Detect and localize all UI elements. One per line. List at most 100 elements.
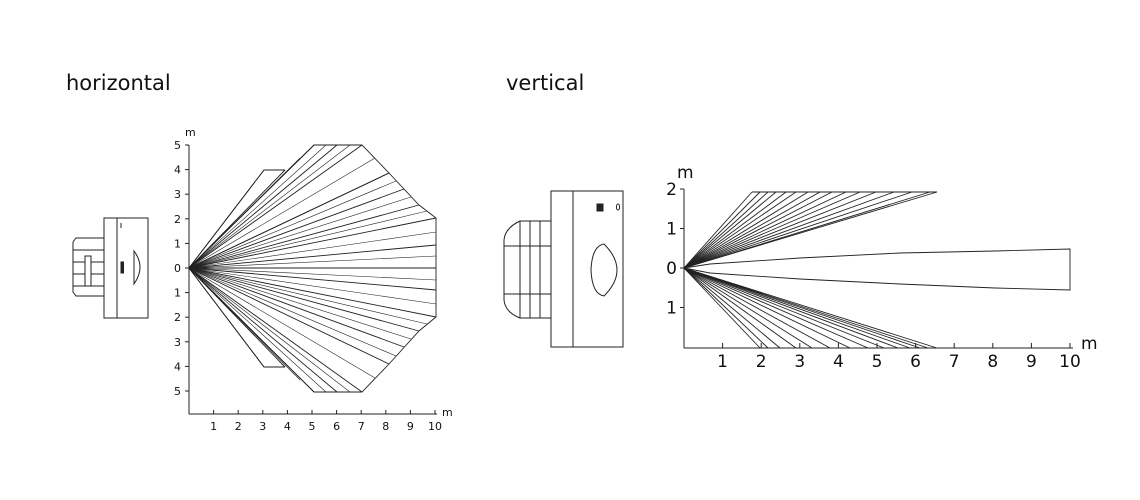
- horizontal-coverage-ray: [188, 267, 338, 393]
- horizontal-coverage-ray: [188, 267, 412, 340]
- vertical-coverage-ray: [683, 191, 761, 269]
- vertical-y-unit-label: m: [677, 163, 694, 183]
- horizontal-y-tick-label: 1: [174, 287, 181, 300]
- horizontal-x-tick-label: 9: [407, 420, 414, 433]
- horizontal-x-tick-label: 2: [235, 420, 242, 433]
- horizontal-coverage-pattern: [188, 144, 437, 393]
- horizontal-coverage-ray: [188, 244, 437, 269]
- vertical-x-tick-label: 6: [910, 352, 921, 372]
- vertical-coverage-ray: [683, 191, 833, 269]
- vertical-x-tick-label: 2: [756, 352, 767, 372]
- vertical-title: vertical: [506, 71, 585, 95]
- horizontal-coverage-ray: [188, 267, 327, 393]
- vertical-coverage-ray: [683, 191, 753, 269]
- vertical-coverage-ray: [683, 191, 777, 269]
- vertical-y-tick-label: 0: [666, 259, 677, 279]
- vertical-coverage-ray: [683, 267, 911, 349]
- horizontal-x-tick-label: 5: [309, 420, 316, 433]
- horizontal-y-unit-label: m: [185, 126, 196, 139]
- horizontal-coverage-ray: [188, 188, 405, 269]
- vertical-x-tick-label: 4: [833, 352, 844, 372]
- horizontal-x-tick-label: 8: [382, 420, 389, 433]
- horizontal-coverage-ray: [188, 204, 420, 269]
- vertical-x-tick-label: 8: [987, 352, 998, 372]
- horizontal-coverage-ray: [188, 172, 390, 269]
- vertical-sensor-device: [503, 190, 624, 348]
- horizontal-coverage-ray: [188, 267, 437, 281]
- horizontal-coverage-ray: [188, 196, 412, 269]
- horizontal-y-tick-label: 5: [174, 139, 181, 152]
- horizontal-coverage-ray: [188, 255, 437, 269]
- horizontal-x-tick-label: 4: [284, 420, 291, 433]
- vertical-x-tick-label: 7: [949, 352, 960, 372]
- vertical-coverage-ray: [683, 267, 761, 349]
- horizontal-coverage-ray: [188, 267, 363, 393]
- vertical-coverage-ray: [683, 191, 809, 269]
- horizontal-x-unit-label: m: [442, 406, 453, 419]
- horizontal-x-tick-label: 3: [259, 420, 266, 433]
- horizontal-coverage-ray: [188, 267, 390, 365]
- horizontal-title: horizontal: [66, 71, 171, 95]
- vertical-coverage-ray: [683, 191, 821, 269]
- vertical-coverage-ray: [683, 191, 797, 269]
- horizontal-y-tick-label: 3: [174, 336, 181, 349]
- horizontal-coverage-ray: [188, 267, 428, 325]
- horizontal-coverage-ray: [188, 144, 327, 269]
- horizontal-x-tick-label: 10: [428, 420, 442, 433]
- vertical-coverage-ray: [683, 267, 831, 349]
- horizontal-coverage-ray: [188, 267, 420, 332]
- horizontal-coverage-ray: [188, 144, 338, 269]
- vertical-x-tick-label: 10: [1059, 352, 1081, 372]
- vertical-y-tick-label: 2: [666, 180, 677, 200]
- vertical-x-tick-label: 3: [794, 352, 805, 372]
- horizontal-coverage-ray: [188, 169, 265, 269]
- horizontal-axes: [185, 144, 437, 415]
- vertical-x-tick-label: 1: [717, 352, 728, 372]
- vertical-coverage-ray: [683, 267, 885, 349]
- vertical-y-tick-label: 1: [666, 299, 677, 319]
- horizontal-x-tick-label: 1: [210, 420, 217, 433]
- vertical-coverage-ray: [683, 191, 877, 269]
- horizontal-y-tick-label: 2: [174, 213, 181, 226]
- horizontal-y-tick-label: 0: [174, 262, 181, 275]
- horizontal-y-tick-label: 2: [174, 311, 181, 324]
- vertical-coverage-ray: [683, 267, 851, 349]
- vertical-coverage-ray: [683, 267, 769, 349]
- vertical-coverage-pattern: [683, 191, 1071, 349]
- vertical-coverage-ray: [683, 267, 797, 349]
- horizontal-coverage-ray: [188, 157, 376, 269]
- vertical-coverage-ray: [683, 191, 913, 269]
- horizontal-coverage-ray: [188, 231, 437, 269]
- vertical-coverage-ray: [683, 267, 899, 349]
- vertical-y-tick-label: 1: [666, 220, 677, 240]
- vertical-coverage-ray: [683, 191, 938, 269]
- vertical-coverage-ray: [683, 191, 847, 269]
- horizontal-coverage-ray: [188, 169, 286, 269]
- horizontal-y-tick-label: 5: [174, 385, 181, 398]
- horizontal-coverage-ray: [188, 267, 301, 381]
- horizontal-y-tick-label: 1: [174, 237, 181, 250]
- horizontal-coverage-ray: [188, 217, 437, 269]
- vertical-coverage-ray: [683, 191, 787, 269]
- horizontal-coverage-ray: [188, 267, 437, 305]
- vertical-coverage-ray: [683, 191, 895, 269]
- vertical-coverage-ray: [683, 191, 861, 269]
- horizontal-coverage-ray: [188, 210, 428, 269]
- vertical-coverage-ray: [683, 267, 781, 349]
- vertical-x-tick-label: 9: [1026, 352, 1037, 372]
- horizontal-coverage-ray: [188, 144, 351, 269]
- vertical-coverage-ray: [683, 267, 869, 349]
- vertical-coverage-ray: [683, 267, 938, 349]
- horizontal-coverage-ray: [188, 267, 397, 357]
- horizontal-coverage-ray: [188, 267, 376, 379]
- vertical-x-unit-label: m: [1081, 334, 1098, 354]
- horizontal-y-tick-label: 4: [174, 360, 181, 373]
- horizontal-coverage-ray: [188, 267, 351, 393]
- horizontal-coverage-ray: [188, 267, 265, 368]
- horizontal-coverage-ray: [188, 157, 301, 269]
- horizontal-coverage-ray: [188, 267, 437, 291]
- vertical-coverage-ray: [683, 267, 813, 349]
- horizontal-coverage-ray: [188, 267, 405, 348]
- horizontal-coverage-ray: [188, 267, 437, 318]
